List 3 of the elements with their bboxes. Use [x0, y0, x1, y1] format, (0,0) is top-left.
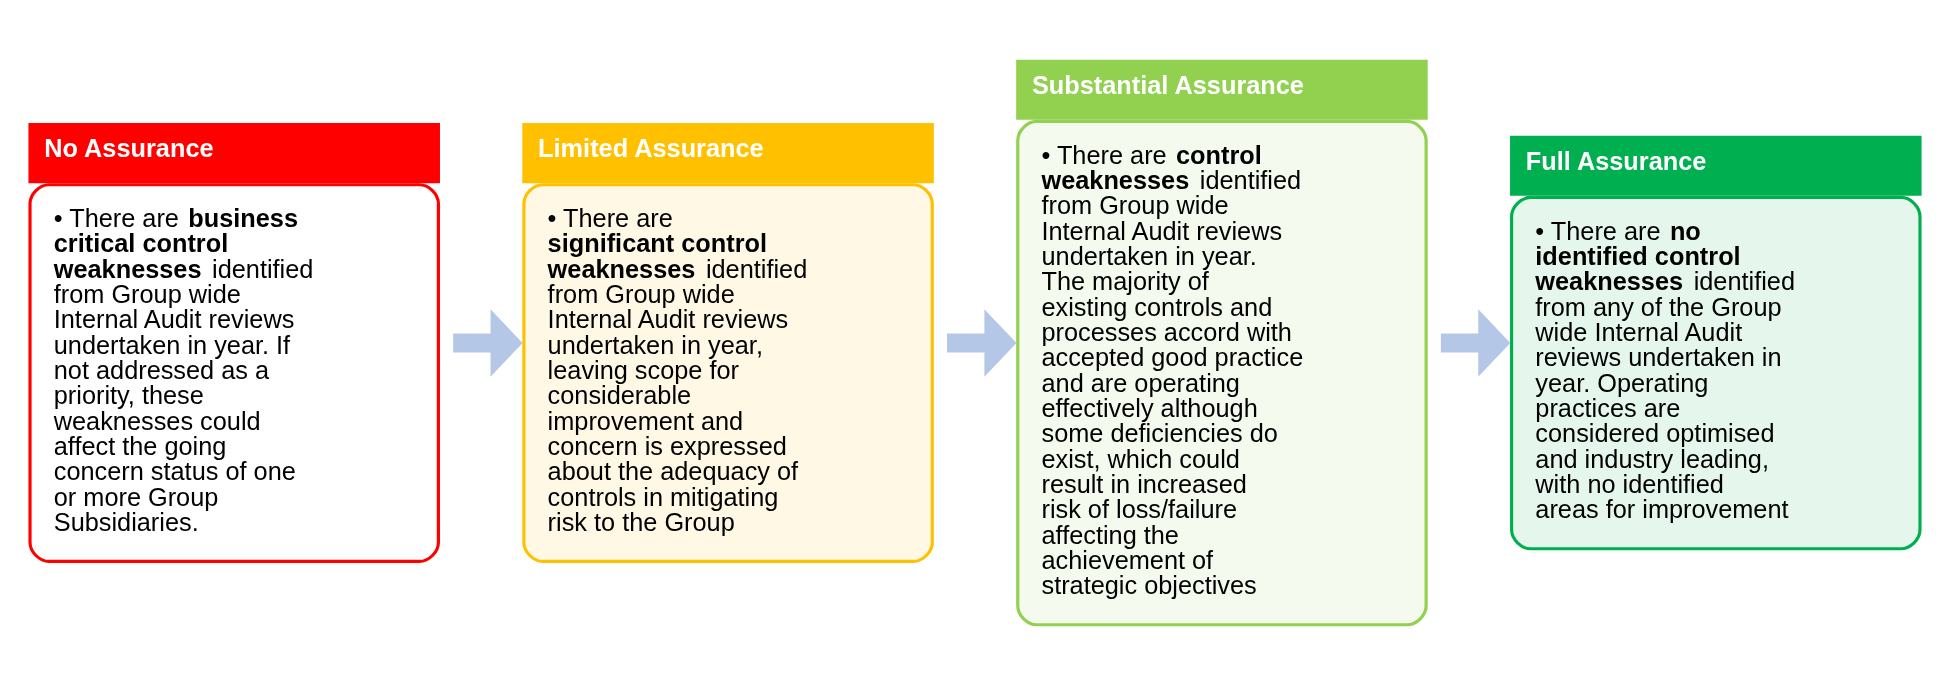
arrow — [453, 308, 523, 377]
arrow — [1440, 308, 1511, 377]
arrow — [947, 308, 1017, 377]
